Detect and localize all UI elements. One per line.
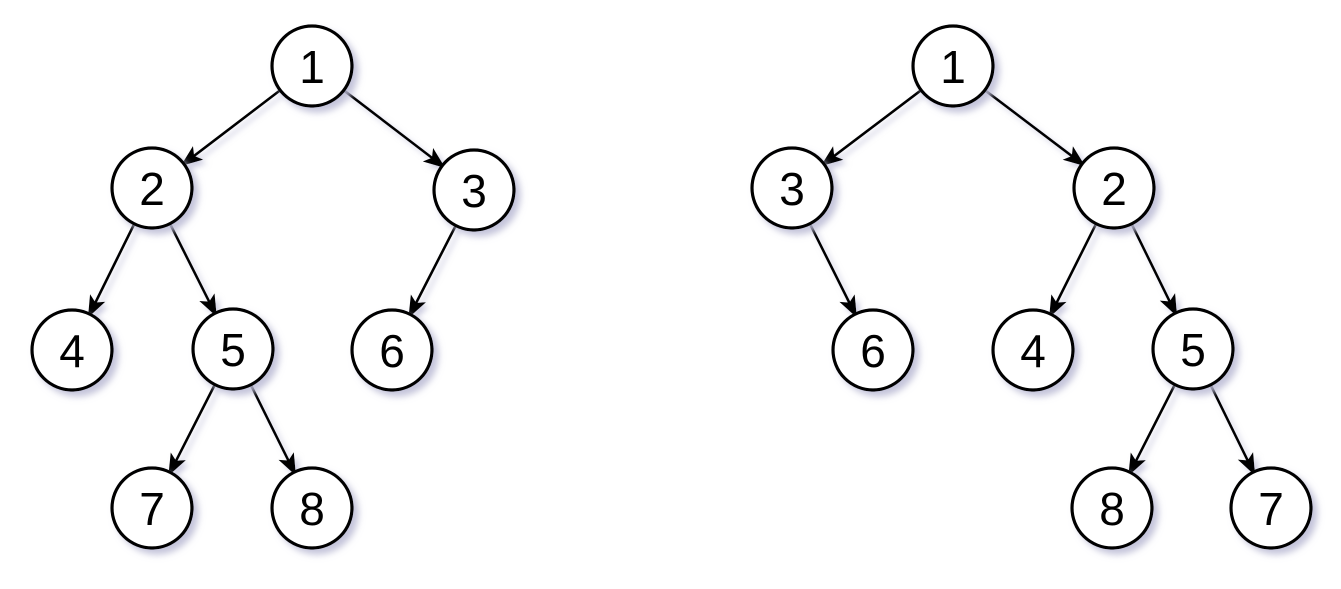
- edge-line: [984, 89, 1074, 158]
- node-circle[interactable]: [270, 24, 354, 108]
- edge-R3-to-R6: [808, 223, 857, 318]
- arrowhead-icon: [820, 146, 844, 167]
- arrowhead-icon: [408, 294, 427, 318]
- arrowhead-icon: [422, 147, 446, 169]
- edge-line: [832, 89, 922, 158]
- edge-L3-to-L6: [408, 225, 457, 318]
- edge-L1-to-L2: [180, 89, 281, 167]
- node-circle[interactable]: [30, 308, 114, 392]
- edge-R2-to-R4: [1049, 223, 1098, 318]
- node-circle[interactable]: [110, 146, 194, 230]
- tree-node-L1[interactable]: 1: [270, 24, 354, 108]
- edge-line: [192, 89, 281, 158]
- tree-node-R5[interactable]: 5: [1151, 307, 1235, 391]
- edge-line: [1134, 384, 1177, 463]
- node-circle[interactable]: [270, 466, 354, 550]
- edge-R1-to-R3: [820, 89, 922, 167]
- edge-L1-to-L3: [342, 89, 446, 169]
- node-circle[interactable]: [110, 466, 194, 550]
- node-circle[interactable]: [1070, 466, 1154, 550]
- tree-node-R1[interactable]: 1: [911, 24, 995, 108]
- edge-line: [249, 384, 291, 463]
- arrowhead-icon: [1062, 146, 1086, 167]
- node-circle[interactable]: [831, 308, 915, 392]
- edge-line: [1209, 384, 1250, 462]
- arrowhead-icon: [168, 452, 186, 476]
- tree-node-L3[interactable]: 3: [432, 148, 516, 232]
- edge-L2-to-L4: [87, 223, 136, 318]
- tree-node-R8[interactable]: 8: [1070, 466, 1154, 550]
- edge-line: [1130, 223, 1172, 303]
- node-circle[interactable]: [1229, 466, 1313, 550]
- edge-line: [414, 225, 457, 305]
- edge-line: [342, 89, 434, 160]
- tree-node-L2[interactable]: 2: [110, 146, 194, 230]
- tree-node-R7[interactable]: 7: [1229, 466, 1313, 550]
- tree-node-L5[interactable]: 5: [191, 307, 275, 391]
- arrowhead-icon: [839, 294, 857, 318]
- arrowhead-icon: [87, 294, 106, 318]
- node-circle[interactable]: [191, 307, 275, 391]
- node-circle[interactable]: [432, 148, 516, 232]
- arrowhead-icon: [1159, 293, 1178, 317]
- edge-line: [808, 223, 851, 305]
- edge-line: [174, 384, 217, 463]
- arrowhead-icon: [180, 146, 204, 167]
- edge-L5-to-L7: [168, 384, 217, 476]
- tree-node-L4[interactable]: 4: [30, 308, 114, 392]
- edge-line: [1055, 223, 1098, 305]
- arrowhead-icon: [1237, 452, 1256, 476]
- edge-line: [168, 223, 211, 304]
- arrowhead-icon: [1049, 294, 1067, 318]
- edge-L2-to-L5: [168, 223, 217, 317]
- node-circle[interactable]: [750, 146, 834, 230]
- edge-R2-to-R5: [1130, 223, 1178, 317]
- tree-node-R6[interactable]: 6: [831, 308, 915, 392]
- node-circle[interactable]: [911, 24, 995, 108]
- node-circle[interactable]: [1072, 146, 1156, 230]
- arrowhead-icon: [199, 293, 217, 317]
- binary-tree-original-edges: [87, 89, 457, 476]
- edge-L5-to-L8: [249, 384, 296, 476]
- tree-node-L6[interactable]: 6: [350, 308, 434, 392]
- arrowhead-icon: [278, 452, 296, 476]
- edge-line: [93, 223, 136, 304]
- tree-node-R2[interactable]: 2: [1072, 146, 1156, 230]
- node-circle[interactable]: [991, 308, 1075, 392]
- edge-R5-to-R8: [1128, 384, 1177, 476]
- tree-node-L8[interactable]: 8: [270, 466, 354, 550]
- node-circle[interactable]: [1151, 307, 1235, 391]
- edge-R1-to-R2: [984, 89, 1086, 167]
- arrowhead-icon: [1128, 452, 1146, 476]
- binary-tree-mirrored-edges: [808, 89, 1256, 476]
- tree-node-L7[interactable]: 7: [110, 466, 194, 550]
- tree-node-R3[interactable]: 3: [750, 146, 834, 230]
- edges-layer: [87, 89, 1256, 476]
- edge-R5-to-R7: [1209, 384, 1256, 476]
- tree-node-R4[interactable]: 4: [991, 308, 1075, 392]
- node-circle[interactable]: [350, 308, 434, 392]
